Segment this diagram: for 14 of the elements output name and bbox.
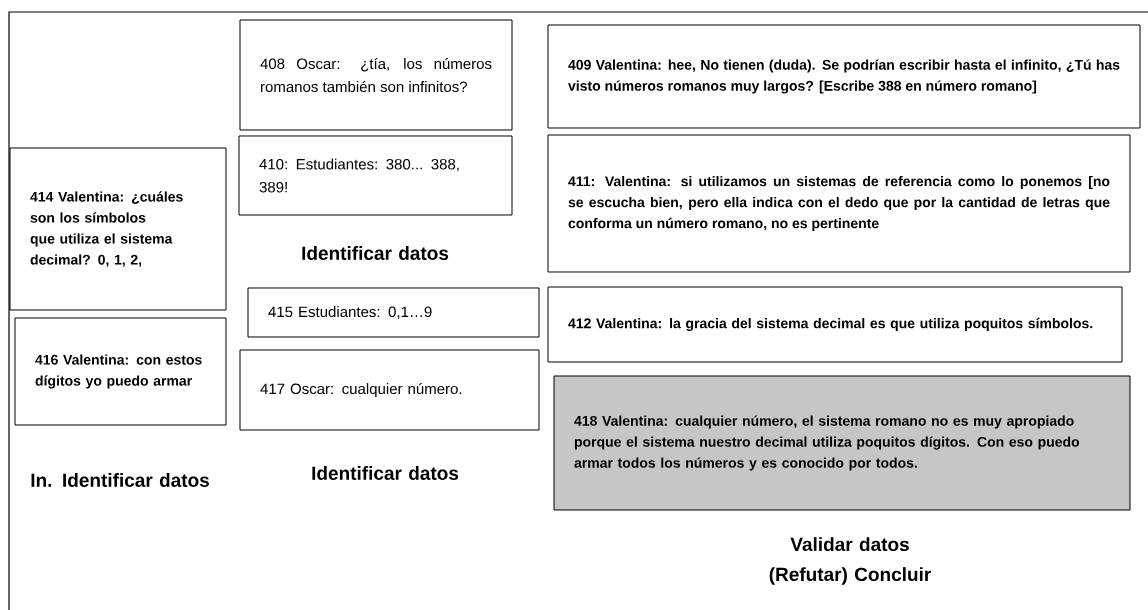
dialogue-box: 417 Oscar: cualquier número.: [239, 349, 540, 431]
dialogue-box: 412 Valentina: la gracia del sistema decimal es que utiliza poquitos símbolos.: [547, 286, 1123, 363]
dialogue-box: 409 Valentina: hee, No tienen (duda). Se podrían escribir hasta el infinito, ¿Tú has visto números romanos muy largos? [Escribe 388 en número romano]: [547, 24, 1141, 129]
dialogue-box: 415 Estudiantes: 0,1…9: [247, 287, 540, 338]
stage-label: In. Identificar datos: [31, 473, 209, 487]
stage-label: Validar datos (Refutar) Concluir: [769, 537, 931, 585]
dialogue-box: 418 Valentina: cualquier número, el sistema romano no es muy apropiado porque el sistema nuestro decimal utiliza poquitos dígitos. Con eso puedo armar todos los números y es conocido por todos.: [553, 375, 1131, 511]
dialogue-box: 411: Valentina: si utilizamos un sistemas de referencia como lo ponemos [no se escucha bien, pero ella indica con el dedo que por la cantidad de letras que conforma un número romano, no es pertinente: [547, 134, 1131, 273]
dialogue-box: 416 Valentina: con estos dígitos yo puedo armar: [14, 317, 227, 426]
dialogue-box: 414 Valentina: ¿cuáles son los símbolos que utiliza el sistema decimal? 0, 1, 2,: [9, 147, 227, 311]
dialogue-box: 408 Oscar: ¿tía, los números romanos también son infinitos?: [239, 19, 513, 131]
dialogue-box: 410: Estudiantes: 380... 388, 389!: [238, 135, 513, 216]
stage-label: Identificar datos: [302, 246, 449, 260]
stage-label: Identificar datos: [312, 466, 459, 480]
